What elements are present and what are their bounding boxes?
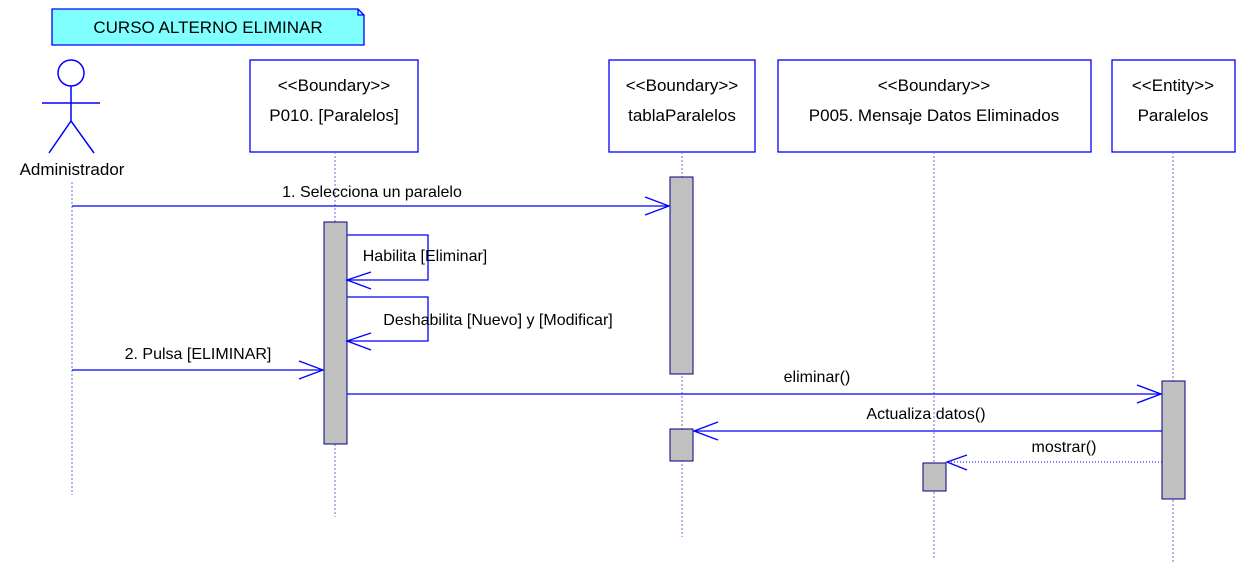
activation-tablaparalelos-1 <box>669 176 694 375</box>
object-tablaparalelos: <<Boundary>> tablaParalelos <box>608 59 756 153</box>
message-label: 1. Selecciona un paralelo <box>282 184 462 201</box>
object-stereotype: <<Entity>> <box>1132 76 1214 95</box>
message-selecciona: 1. Selecciona un paralelo <box>72 184 671 216</box>
message-label: eliminar() <box>784 369 851 386</box>
message-deshabilita: Deshabilita [Nuevo] y [Modificar] <box>345 296 613 351</box>
object-stereotype: <<Boundary>> <box>626 76 739 95</box>
message-mostrar: mostrar() <box>945 439 1162 471</box>
message-label: Habilita [Eliminar] <box>363 248 487 265</box>
object-name: tablaParalelos <box>628 106 736 125</box>
actor-administrador <box>42 59 100 154</box>
object-p010: <<Boundary>> P010. [Paralelos] <box>249 59 419 153</box>
activation-p005 <box>922 462 947 492</box>
message-pulsa: 2. Pulsa [ELIMINAR] <box>72 346 325 380</box>
message-label: Deshabilita [Nuevo] y [Modificar] <box>383 312 612 329</box>
message-habilita: Habilita [Eliminar] <box>345 234 487 290</box>
arrowhead-icon <box>345 271 372 290</box>
actor-name: Administrador <box>20 160 125 179</box>
activations <box>323 176 1186 500</box>
object-stereotype: <<Boundary>> <box>278 76 391 95</box>
arrowhead-icon <box>345 332 372 351</box>
activation-p010 <box>323 221 348 445</box>
activation-tablaparalelos-2 <box>669 428 694 462</box>
object-stereotype: <<Boundary>> <box>878 76 991 95</box>
object-name: Paralelos <box>1138 106 1209 125</box>
message-eliminar: eliminar() <box>347 369 1163 404</box>
arrowhead-icon <box>644 196 671 216</box>
object-paralelos: <<Entity>> Paralelos <box>1111 59 1236 153</box>
note: CURSO ALTERNO ELIMINAR <box>51 8 365 46</box>
message-label: 2. Pulsa [ELIMINAR] <box>125 346 272 363</box>
object-name: P010. [Paralelos] <box>269 106 398 125</box>
message-label: mostrar() <box>1032 439 1097 456</box>
arrowhead-icon <box>298 360 325 380</box>
message-actualiza: Actualiza datos() <box>692 406 1162 441</box>
activation-paralelos <box>1161 380 1186 500</box>
arrowhead-icon <box>692 421 719 441</box>
arrowhead-icon <box>1136 384 1163 404</box>
object-p005: <<Boundary>> P005. Mensaje Datos Elimina… <box>777 59 1092 153</box>
object-name: P005. Mensaje Datos Eliminados <box>809 106 1059 125</box>
note-text: CURSO ALTERNO ELIMINAR <box>93 18 322 37</box>
message-label: Actualiza datos() <box>866 406 985 423</box>
arrowhead-icon <box>945 454 968 471</box>
actor-head-icon <box>57 59 85 87</box>
